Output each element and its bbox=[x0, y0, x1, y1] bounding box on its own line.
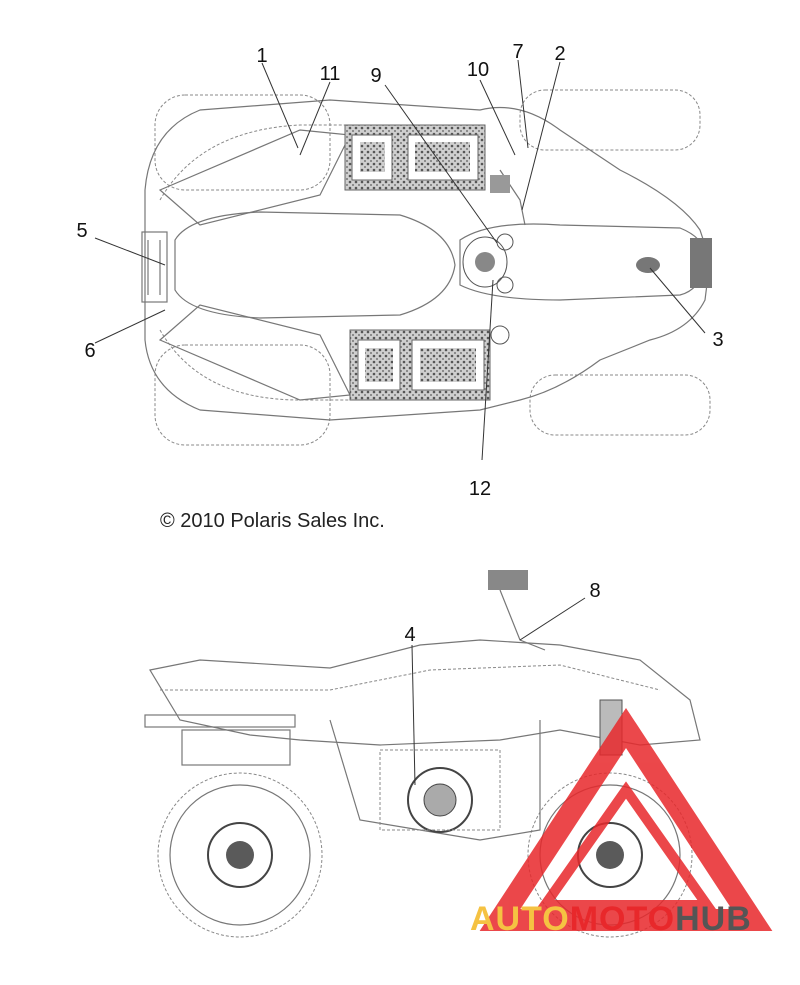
callout-9: 9 bbox=[370, 65, 381, 87]
callout-2: 2 bbox=[554, 43, 565, 65]
atv-top-view bbox=[141, 89, 712, 446]
callout-12: 12 bbox=[469, 478, 491, 500]
copyright-notice: © 2010 Polaris Sales Inc. bbox=[160, 510, 385, 532]
callout-10: 10 bbox=[467, 59, 489, 81]
callout-8: 8 bbox=[589, 580, 600, 602]
watermark-logo bbox=[479, 707, 773, 931]
callout-5: 5 bbox=[76, 220, 87, 242]
callout-3: 3 bbox=[712, 329, 723, 351]
callout-1: 1 bbox=[256, 45, 267, 67]
watermark-part-moto: MOTO bbox=[569, 900, 676, 938]
callout-4: 4 bbox=[404, 624, 415, 646]
watermark-text: AUTOMOTOHUB bbox=[470, 900, 752, 939]
top-leader-lines bbox=[94, 59, 706, 461]
watermark-part-hub: HUB bbox=[675, 900, 752, 938]
side-leader-lines bbox=[411, 597, 586, 786]
watermark-part-auto: AUTO bbox=[470, 900, 570, 938]
callout-6: 6 bbox=[84, 340, 95, 362]
callout-7: 7 bbox=[512, 41, 523, 63]
callout-11: 11 bbox=[320, 63, 341, 85]
